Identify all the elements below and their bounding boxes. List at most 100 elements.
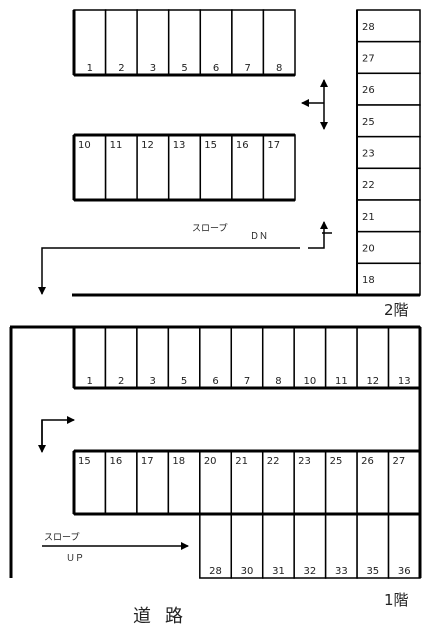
parking-stall: 1 xyxy=(73,326,107,389)
parking-stall: 16 xyxy=(231,134,265,201)
stall-number: 27 xyxy=(393,456,406,467)
slope-direction: ＵＰ xyxy=(66,554,84,564)
stall-number: 17 xyxy=(267,140,280,151)
stall-number: 21 xyxy=(362,212,375,223)
parking-stall: 27 xyxy=(387,450,421,515)
stall-number: 30 xyxy=(241,566,254,577)
parking-stall: 27 xyxy=(356,40,421,75)
parking-stall: 25 xyxy=(324,450,358,515)
parking-stall: 18 xyxy=(167,450,201,515)
stall-outline xyxy=(261,326,295,389)
parking-stall: 30 xyxy=(230,513,264,579)
parking-stall: 6 xyxy=(199,9,233,76)
stall-number: 20 xyxy=(362,244,375,255)
stall-outline xyxy=(231,9,265,76)
stall-number: 6 xyxy=(213,63,219,74)
stall-number: 36 xyxy=(398,566,411,577)
parking-stall: 2 xyxy=(104,326,138,389)
parking-stall: 28 xyxy=(356,9,421,43)
stall-outline xyxy=(356,450,390,515)
stall-number: 21 xyxy=(235,456,248,467)
parking-stall: 3 xyxy=(136,9,170,76)
stall-number: 7 xyxy=(245,63,251,74)
stall-number: 22 xyxy=(362,180,375,191)
parking-stall: 13 xyxy=(387,326,421,389)
parking-stall: 15 xyxy=(73,450,107,515)
parking-stall: 8 xyxy=(261,326,295,389)
stall-outline xyxy=(356,167,421,201)
slope-label: スロープ xyxy=(44,532,79,543)
stall-number: 5 xyxy=(181,376,187,387)
parking-stall: 31 xyxy=(261,513,295,579)
parking-stall: 12 xyxy=(356,326,390,389)
stall-number: 27 xyxy=(362,54,375,65)
stall-number: 31 xyxy=(272,566,285,577)
stall-number: 25 xyxy=(330,456,343,467)
stall-outline xyxy=(293,513,327,579)
stall-outline xyxy=(324,326,358,389)
parking-stall: 21 xyxy=(230,450,264,515)
stall-number: 18 xyxy=(362,275,375,286)
parking-stall: 10 xyxy=(293,326,327,389)
stall-outline xyxy=(293,450,327,515)
stall-number: 13 xyxy=(173,140,186,151)
stall-number: 3 xyxy=(149,376,155,387)
stall-number: 10 xyxy=(304,376,317,387)
parking-stall: 7 xyxy=(230,326,264,389)
stall-number: 16 xyxy=(109,456,122,467)
parking-stall: 17 xyxy=(136,450,170,515)
parking-stall: 32 xyxy=(293,513,327,579)
parking-stall: 26 xyxy=(356,72,421,106)
parking-stall: 35 xyxy=(356,513,390,579)
parking-stall: 1 xyxy=(73,9,107,76)
parking-stall: 36 xyxy=(387,513,421,579)
parking-stall: 23 xyxy=(293,450,327,515)
stall-number: 15 xyxy=(78,456,91,467)
parking-stall: 2 xyxy=(104,9,138,76)
stall-number: 26 xyxy=(362,85,375,96)
stall-number: 2 xyxy=(118,376,124,387)
stall-number: 1 xyxy=(87,63,93,74)
stall-outline xyxy=(167,326,201,389)
stall-number: 11 xyxy=(335,376,348,387)
road-label: 道路 xyxy=(133,606,197,627)
parking-stall: 13 xyxy=(167,134,202,201)
parking-stall: 20 xyxy=(199,450,233,515)
stall-number: 3 xyxy=(150,63,156,74)
stall-outline xyxy=(199,326,233,389)
parking-stall: 23 xyxy=(356,135,421,170)
stall-number: 12 xyxy=(141,140,154,151)
parking-stall: 10 xyxy=(73,134,107,201)
parking-stall: 28 xyxy=(199,513,233,579)
parking-stall: 12 xyxy=(136,134,170,201)
slope-label: スロープ xyxy=(192,223,227,234)
direction-arrows xyxy=(38,79,332,295)
stall-number: 8 xyxy=(276,63,282,74)
parking-stall: 3 xyxy=(136,326,170,389)
parking-stall: 11 xyxy=(104,134,138,201)
stall-number: 11 xyxy=(110,140,123,151)
stall-outline xyxy=(136,134,170,201)
stall-outline xyxy=(199,513,233,579)
parking-stall: 6 xyxy=(199,326,233,389)
stall-outline xyxy=(356,135,421,170)
stall-number: 32 xyxy=(304,566,317,577)
parking-stall: 7 xyxy=(231,9,265,76)
slope-direction: ＤＮ xyxy=(250,232,268,242)
stall-number: 22 xyxy=(267,456,280,467)
stall-number: 7 xyxy=(244,376,250,387)
stall-outline xyxy=(230,326,264,389)
stall-number: 33 xyxy=(335,566,348,577)
stall-number: 23 xyxy=(362,149,375,160)
stall-number: 8 xyxy=(275,376,281,387)
stall-number: 18 xyxy=(172,456,185,467)
parking-stall: 17 xyxy=(262,134,296,201)
parking-stall: 15 xyxy=(199,134,233,201)
parking-stall: 18 xyxy=(356,262,421,296)
stall-number: 20 xyxy=(204,456,217,467)
parking-stall: 20 xyxy=(356,230,421,265)
stall-number: 35 xyxy=(366,566,379,577)
